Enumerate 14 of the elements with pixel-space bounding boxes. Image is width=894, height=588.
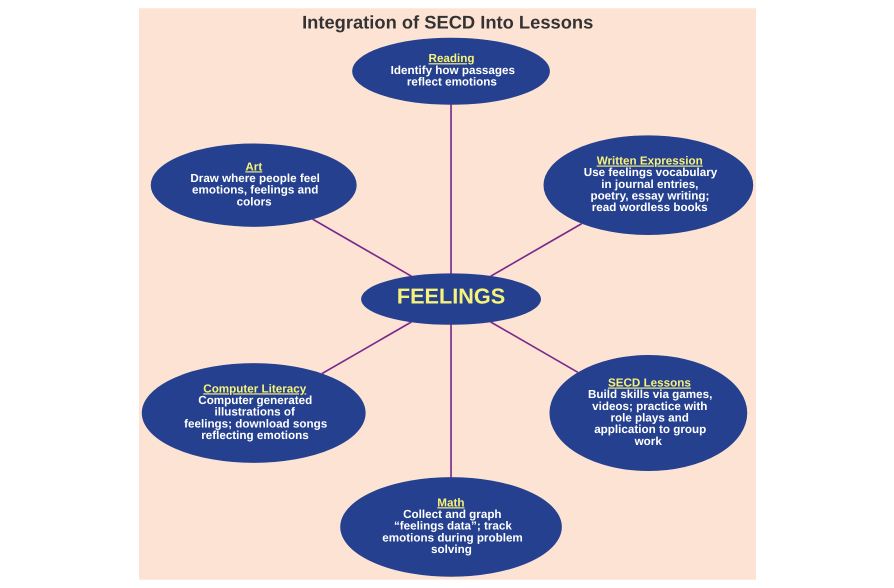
node-ellipse: SECD Lessons Build skills via games, videos; practice with role plays and application to group work bbox=[548, 355, 747, 471]
node-ellipse: Computer Literacy Computer generated illustrations of feelings; download songs reflecting emotions bbox=[141, 363, 366, 463]
diagram-title: Integration of SECD Into Lessons bbox=[302, 12, 593, 33]
node-ellipse: Reading Identify how passages reflect emotions bbox=[352, 38, 550, 105]
node-ellipse: Math Collect and graph “feelings data”; track emotions during problem solving bbox=[340, 477, 562, 577]
connector bbox=[312, 218, 412, 278]
connector bbox=[490, 321, 578, 373]
node-ellipse: Written Expression Use feelings vocabulary in journal entries, poetry, essay writing; read wordless books bbox=[543, 135, 753, 235]
connector bbox=[320, 321, 412, 374]
connector bbox=[490, 222, 582, 278]
connector bbox=[450, 324, 452, 478]
connector bbox=[450, 104, 452, 274]
node-ellipse: Art Draw where people feel emotions, feelings and colors bbox=[150, 144, 356, 227]
node-ellipse: FEELINGS bbox=[360, 273, 540, 325]
